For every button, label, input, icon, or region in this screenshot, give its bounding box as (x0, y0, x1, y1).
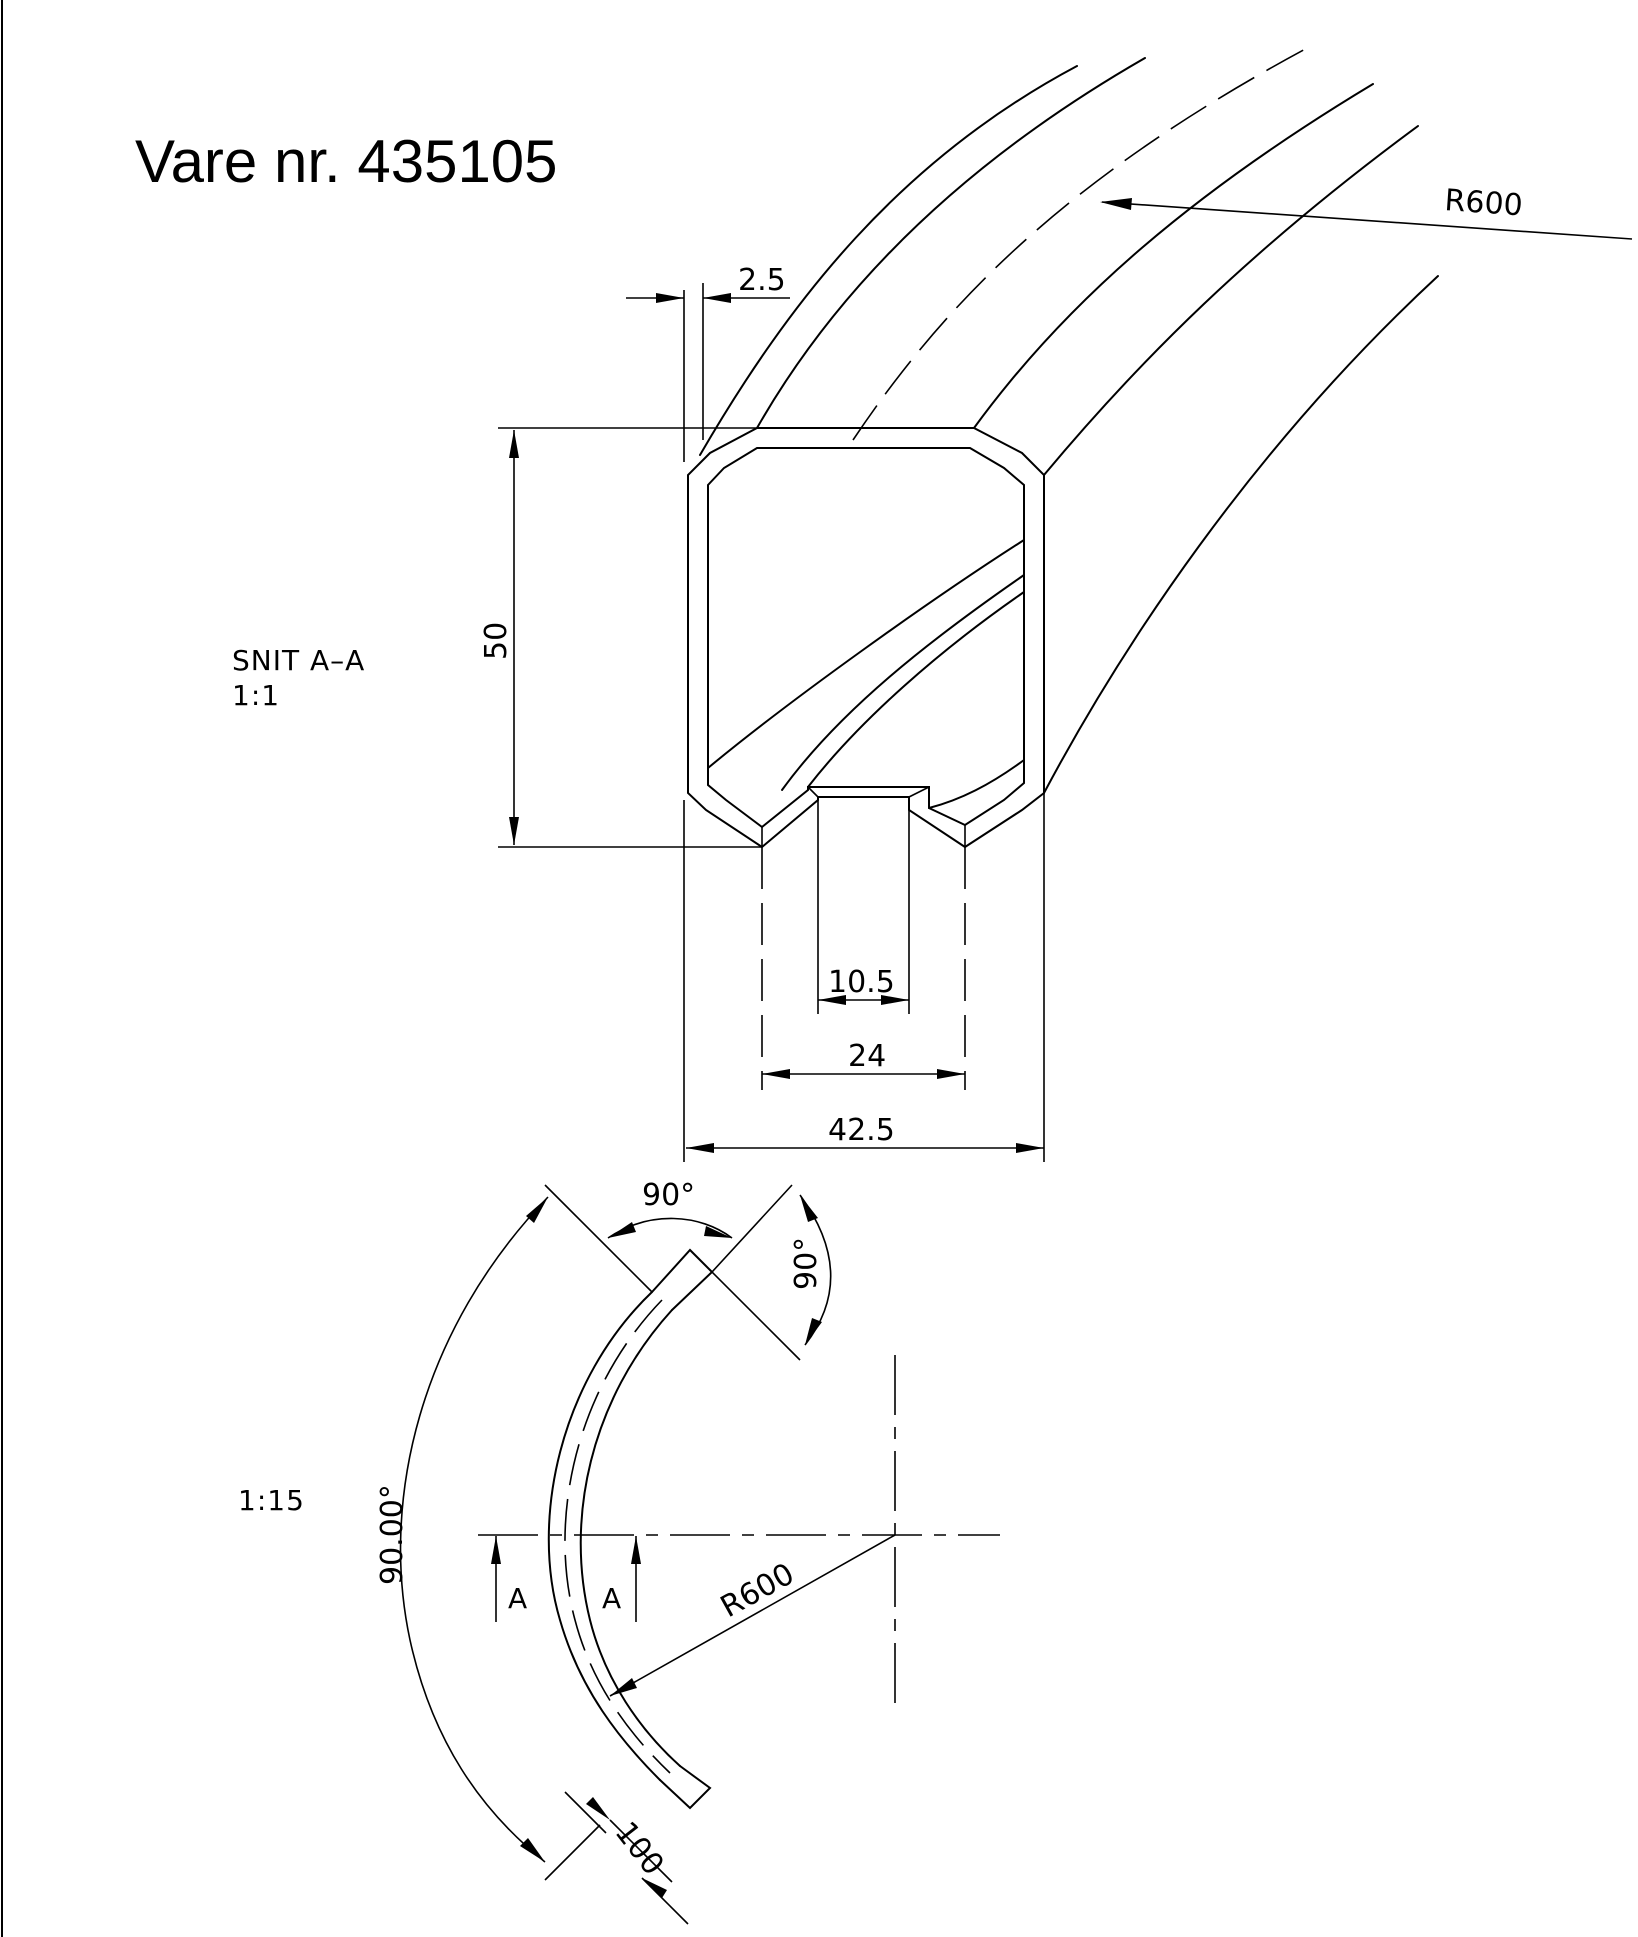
dim-slot-width: 10.5 (818, 965, 909, 1005)
dim-label-overall: 42.5 (828, 1113, 895, 1148)
dim-label-height: 50 (479, 622, 514, 660)
bend-arcs (699, 45, 1439, 794)
section-scale: 1:1 (232, 679, 280, 712)
cross-section-profile (687, 427, 1045, 849)
radius-label-top: R600 (1443, 183, 1523, 223)
bent-profile-elevation (547, 1248, 714, 1810)
dim-bend-angle: 90.00° (375, 1196, 601, 1881)
dim-end-angles: 90° 90° (544, 1178, 832, 1361)
dim-lip-width: 24 (762, 1039, 965, 1079)
section-mark-right: A (602, 1582, 622, 1615)
dim-label-slot: 10.5 (828, 965, 895, 1000)
dim-label-lip: 24 (848, 1039, 886, 1074)
radius-label-bottom: R600 (715, 1557, 800, 1625)
dim-label-angle-end: 90° (642, 1178, 695, 1213)
elevation-scale: 1:15 (238, 1484, 305, 1517)
dim-end-length: 100 (564, 1791, 689, 1925)
radius-leader-top: R600 (1100, 183, 1633, 240)
dim-height: 50 (479, 427, 762, 848)
dim-extension-lines (683, 793, 1045, 1162)
dim-label-bend-angle: 90.00° (375, 1484, 410, 1585)
dim-label-wall: 2.5 (738, 263, 786, 298)
section-label: SNIT A–A (232, 644, 365, 677)
center-lines (478, 1355, 1000, 1710)
radius-leader-bottom: R600 (609, 1534, 896, 1697)
section-cut-markers: A A (491, 1536, 641, 1622)
dim-wall-thickness: 2.5 (626, 263, 790, 462)
dim-overall-width: 42.5 (686, 1113, 1044, 1153)
page-title: Vare nr. 435105 (135, 128, 558, 195)
dim-label-angle-side: 90° (789, 1237, 824, 1290)
section-mark-left: A (508, 1582, 528, 1615)
